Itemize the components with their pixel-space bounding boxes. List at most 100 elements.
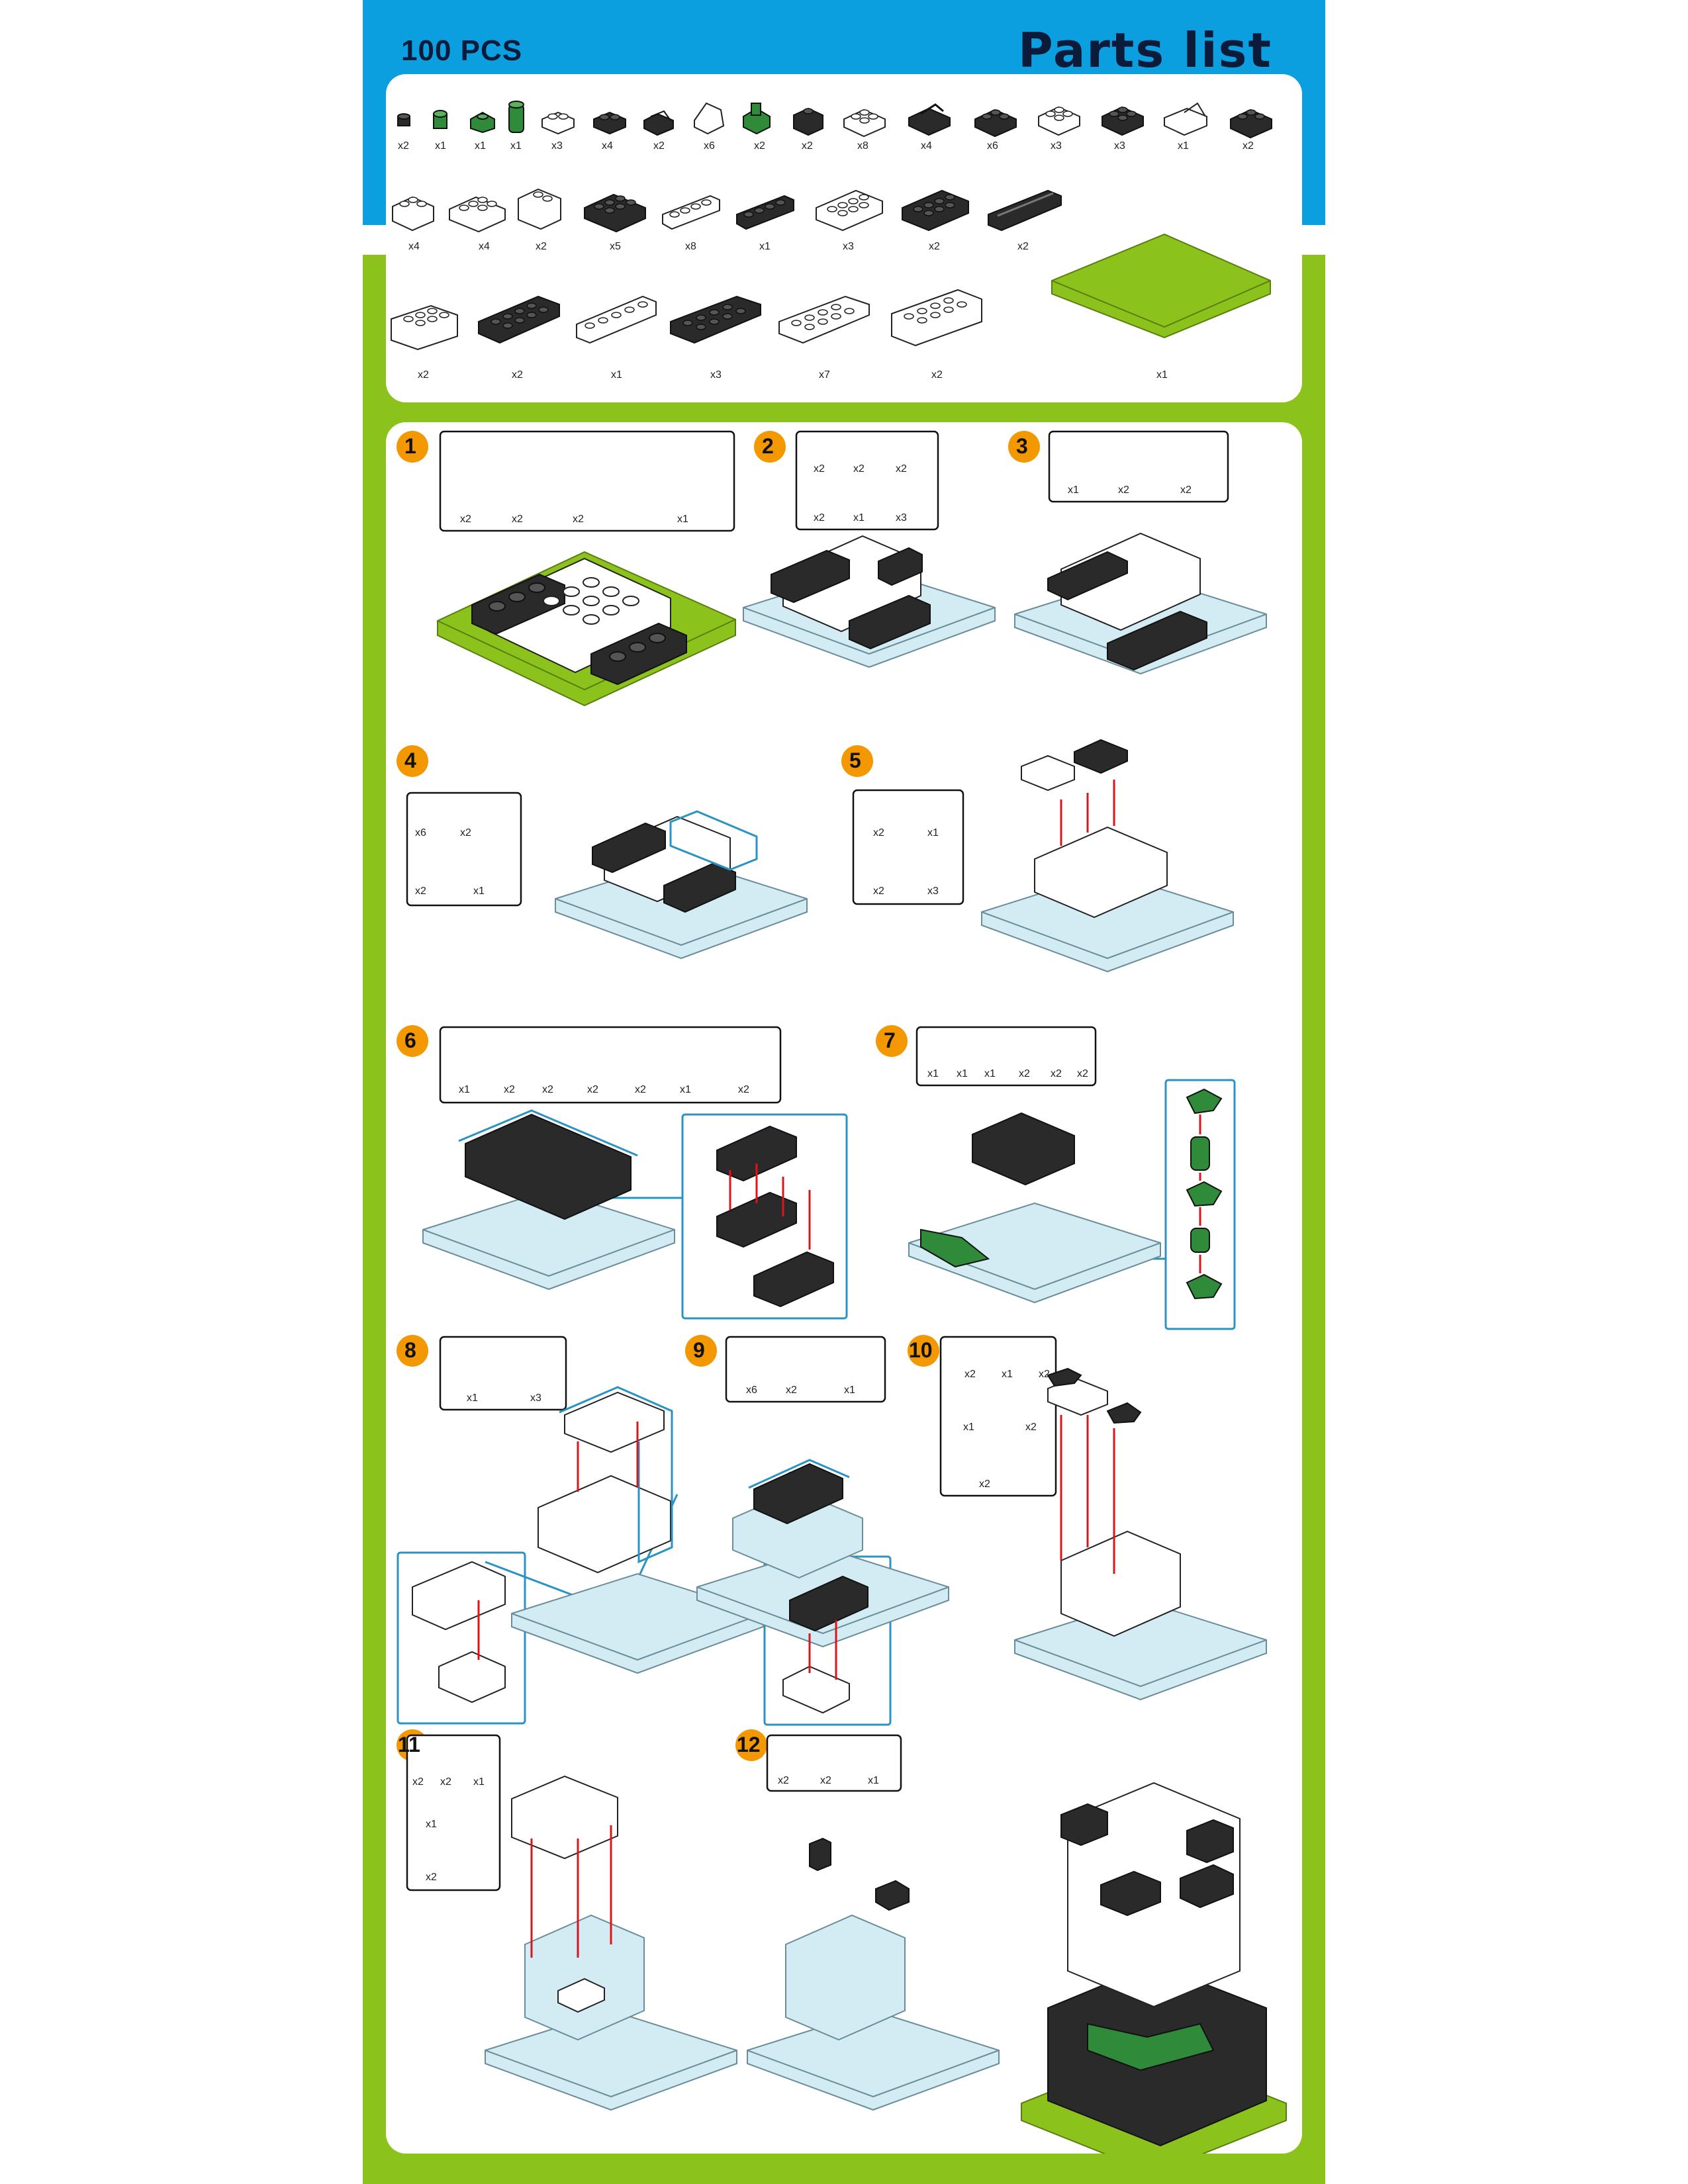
part-qty: x4 xyxy=(602,140,613,152)
step-qty: x2 xyxy=(587,1084,598,1095)
step-qty: x1 xyxy=(1068,484,1079,496)
final-panda-model xyxy=(1021,1782,1287,2154)
step-qty: x2 xyxy=(440,1776,451,1788)
part-qty: x1 xyxy=(1178,140,1189,152)
part-qty: x4 xyxy=(921,140,932,152)
steps-panel: 1 2 3 4 5 6 7 8 9 10 11 12 x2 x2 x2 x1 x… xyxy=(386,422,1302,2154)
step-qty: x2 xyxy=(873,827,884,839)
parts-row-3 xyxy=(391,233,1271,351)
part-qty: x8 xyxy=(857,140,868,152)
parts-row-1 xyxy=(397,101,1272,139)
step-number: 10 xyxy=(909,1338,933,1362)
step-number: 11 xyxy=(398,1733,420,1756)
step-qty: x1 xyxy=(844,1385,855,1396)
step-8-model xyxy=(412,1386,764,1704)
step-qty: x1 xyxy=(677,514,688,525)
part-qty: x1 xyxy=(475,140,486,152)
step-number: 4 xyxy=(404,749,416,772)
instruction-sheet: 100 PCS Parts list xyxy=(363,0,1325,2184)
step-qty: x2 xyxy=(814,463,825,475)
step-qty: x2 xyxy=(853,463,865,475)
step-number: 12 xyxy=(737,1733,761,1756)
step-qty: x2 xyxy=(635,1084,646,1095)
part-qty: x8 xyxy=(685,241,696,252)
piece-count: 100 PCS xyxy=(401,34,523,67)
step-qty: x3 xyxy=(927,886,939,897)
part-qty: x3 xyxy=(710,369,722,381)
part-qty: x2 xyxy=(802,140,813,152)
step-qty: x2 xyxy=(542,1084,553,1095)
step-qty: x1 xyxy=(963,1422,974,1433)
step-qty: x2 xyxy=(896,463,907,475)
part-qty: x2 xyxy=(418,369,429,381)
part-qty: x3 xyxy=(843,241,854,252)
step-qty: x1 xyxy=(459,1084,470,1095)
step-qty: x2 xyxy=(1051,1068,1062,1079)
part-qty: x2 xyxy=(536,241,547,252)
step-qty: x2 xyxy=(504,1084,515,1095)
step-illustrations xyxy=(397,430,1287,2154)
step-number: 3 xyxy=(1016,434,1028,458)
step-6-model xyxy=(422,1109,834,1308)
step-9-model xyxy=(696,1459,949,1714)
part-qty: x2 xyxy=(929,241,940,252)
part-qty: x5 xyxy=(610,241,621,252)
parts-illustrations xyxy=(391,101,1272,351)
step-qty: x1 xyxy=(473,886,485,897)
step-qty: x6 xyxy=(415,827,426,839)
part-qty: x2 xyxy=(398,140,409,152)
part-qty: x1 xyxy=(611,369,622,381)
step-qty: x2 xyxy=(786,1385,797,1396)
parts-list-title: Parts list xyxy=(1018,23,1272,78)
part-qty: x1 xyxy=(510,140,522,152)
step-qty: x1 xyxy=(927,1068,939,1079)
step-12-model xyxy=(747,1837,1000,2111)
parts-row-2 xyxy=(392,188,1062,233)
step-qty: x2 xyxy=(1077,1068,1088,1079)
step-qty: x1 xyxy=(984,1068,996,1079)
step-qty: x2 xyxy=(1025,1422,1037,1433)
step-10-model xyxy=(1014,1367,1267,1700)
parts-list-panel: x2 x1 x1 x1 x3 x4 x2 x6 x2 x2 x8 x4 x6 x… xyxy=(386,74,1302,402)
part-qty: x3 xyxy=(1051,140,1062,152)
part-qty: x1 xyxy=(435,140,446,152)
step-qty: x2 xyxy=(460,827,471,839)
step-number: 9 xyxy=(693,1338,705,1362)
part-qty: x3 xyxy=(1114,140,1125,152)
step-qty: x1 xyxy=(473,1776,485,1788)
part-qty: x2 xyxy=(512,369,523,381)
step-qty: x2 xyxy=(512,514,523,525)
part-qty: x2 xyxy=(754,140,765,152)
step-qty: x2 xyxy=(778,1775,789,1786)
part-qty: x7 xyxy=(819,369,830,381)
step-5-model xyxy=(981,739,1234,972)
callout-boxes xyxy=(406,430,1229,1891)
step-qty: x2 xyxy=(415,886,426,897)
step-qty: x1 xyxy=(868,1775,879,1786)
step-qty: x1 xyxy=(957,1068,968,1079)
part-qty: x3 xyxy=(551,140,563,152)
step-11-model xyxy=(485,1775,737,2111)
step-qty: x2 xyxy=(412,1776,424,1788)
step-qty: x1 xyxy=(467,1392,478,1404)
part-qty: x2 xyxy=(1017,241,1029,252)
step-qty: x2 xyxy=(814,512,825,523)
step-qty: x2 xyxy=(873,886,884,897)
step-qty: x2 xyxy=(738,1084,749,1095)
part-qty: x1 xyxy=(759,241,771,252)
step-qty: x1 xyxy=(1002,1369,1013,1380)
part-qty: x2 xyxy=(1243,140,1254,152)
step-1-model xyxy=(437,551,736,707)
step-qty: x2 xyxy=(573,514,584,525)
step-qty: x2 xyxy=(1039,1369,1050,1380)
step-qty: x2 xyxy=(1118,484,1129,496)
step-4-model xyxy=(555,810,808,959)
part-qty: x2 xyxy=(653,140,665,152)
step-qty: x2 xyxy=(1019,1068,1030,1079)
step-qty: x2 xyxy=(460,514,471,525)
step-number: 6 xyxy=(404,1028,416,1052)
step-qty: x6 xyxy=(746,1385,757,1396)
step-qty: x2 xyxy=(1180,484,1192,496)
step-qty: x1 xyxy=(426,1819,437,1830)
green-baseplate xyxy=(1051,233,1271,339)
